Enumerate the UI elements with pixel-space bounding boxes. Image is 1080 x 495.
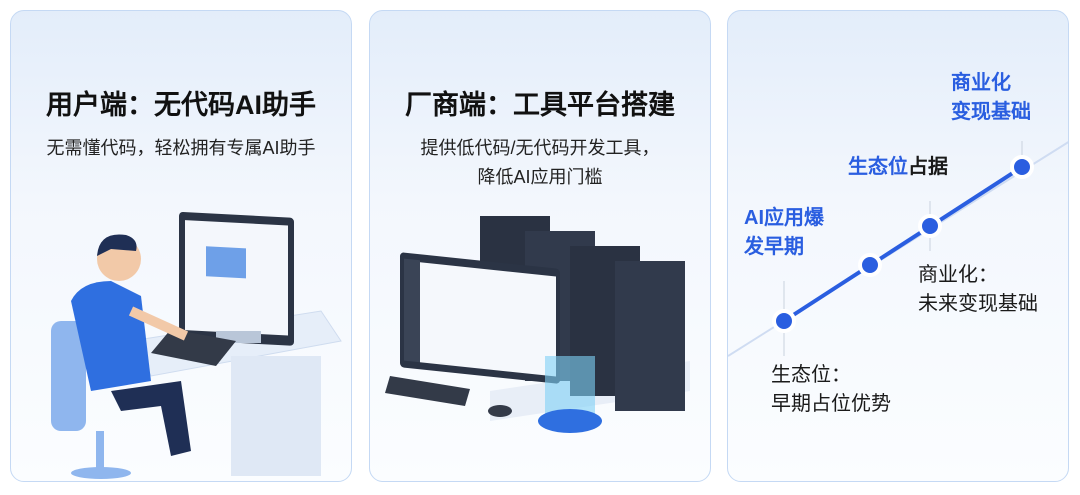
server-platform-illustration xyxy=(385,216,690,433)
user-side-title: 用户端：无代码AI助手 xyxy=(46,90,316,120)
user-side-panel: 用户端：无代码AI助手 无需懂代码，轻松拥有专属AI助手 xyxy=(10,10,352,482)
timeline-point xyxy=(858,253,882,277)
keyboard-icon xyxy=(151,329,236,366)
label-ai-early: AI应用爆发早期 xyxy=(744,207,824,258)
vendor-side-subtitle: 提供低代码/无代码开发工具， 降低AI应用门槛 xyxy=(370,134,710,192)
timeline-point xyxy=(1010,155,1034,179)
timeline-panel: AI应用爆发早期 生态位占据 商业化变现基础 生态位：早期占位优势 商业化：未来… xyxy=(727,10,1069,482)
timeline-chart xyxy=(728,141,1068,357)
person-icon xyxy=(71,281,151,391)
mouse-icon xyxy=(488,405,512,417)
vendor-subtitle-line: 降低AI应用门槛 xyxy=(477,167,603,187)
timeline-point xyxy=(772,309,796,333)
label-monetization-base: 商业化变现基础 xyxy=(951,72,1031,123)
user-side-subtitle: 无需懂代码，轻松拥有专属AI助手 xyxy=(46,138,316,158)
chair-icon xyxy=(51,321,86,431)
ai-cube-icon xyxy=(545,356,595,416)
vendor-subtitle-line: 提供低代码/无代码开发工具， xyxy=(420,138,660,158)
vendor-side-title: 厂商端：工具平台搭建 xyxy=(405,90,675,120)
label-future-monetization: 商业化：未来变现基础 xyxy=(918,264,1038,315)
label-niche-advantage: 生态位：早期占位优势 xyxy=(771,364,891,415)
keyboard-icon xyxy=(385,376,470,406)
timeline-point xyxy=(918,214,942,238)
person-at-computer-illustration xyxy=(51,212,342,479)
vendor-side-panel: 厂商端：工具平台搭建 提供低代码/无代码开发工具， 降低AI应用门槛 xyxy=(369,10,711,482)
timeline-line xyxy=(782,165,1024,323)
label-niche-occupy: 生态位占据 xyxy=(848,156,948,178)
